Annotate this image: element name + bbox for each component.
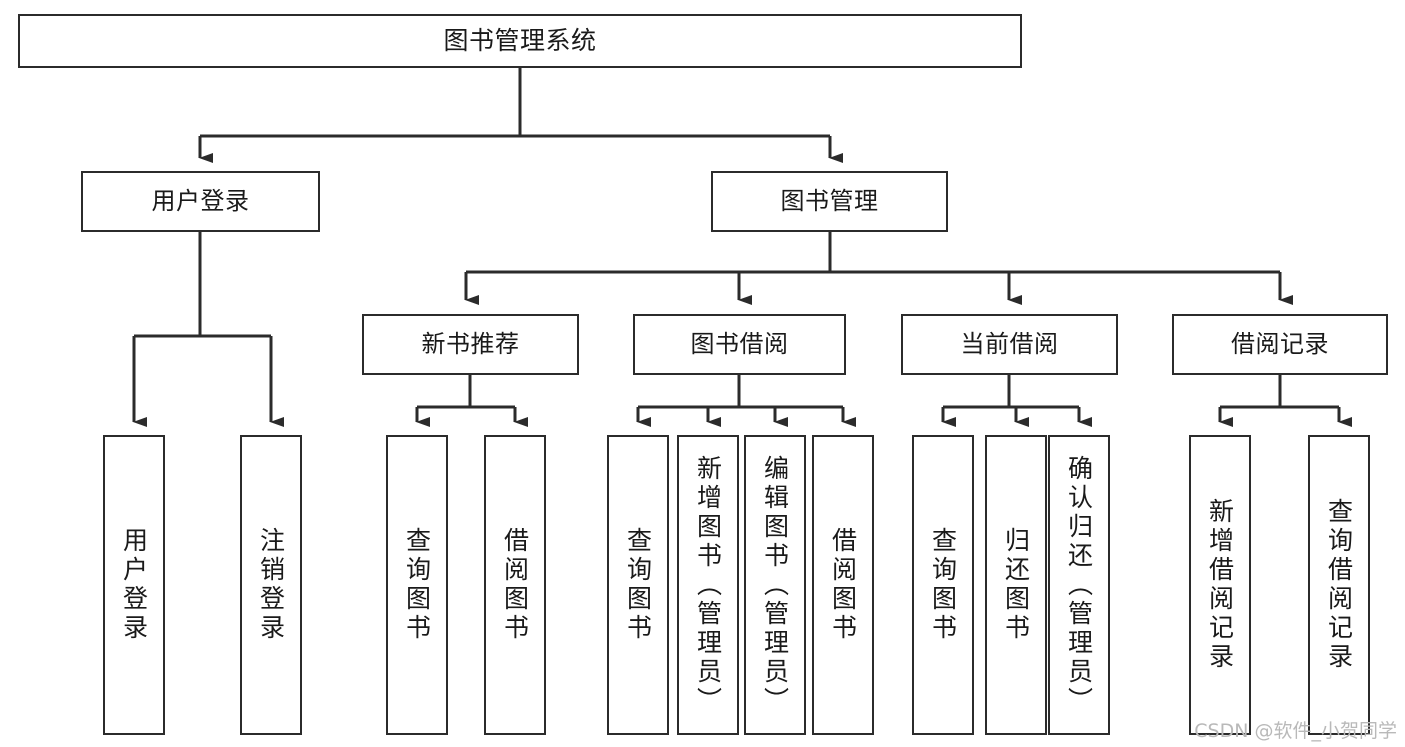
- node-new-book-rec[interactable]: 新书推荐: [362, 314, 579, 375]
- node-leaf-logout-label: 注销登录: [256, 527, 286, 643]
- node-book-borrow-label: 图书借阅: [690, 330, 789, 359]
- node-user-login[interactable]: 用户登录: [81, 171, 320, 232]
- node-leaf-borrow-book-2-label: 借阅图书: [828, 527, 858, 643]
- node-leaf-borrow-book-1-label: 借阅图书: [500, 527, 530, 643]
- node-leaf-borrow-book-2[interactable]: 借阅图书: [812, 435, 874, 735]
- node-leaf-query-book-2-label: 查询图书: [623, 527, 653, 643]
- node-new-book-rec-label: 新书推荐: [421, 330, 520, 359]
- node-leaf-user-login-label: 用户登录: [119, 527, 149, 643]
- node-leaf-query-book-3-label: 查询图书: [928, 527, 958, 643]
- node-leaf-return-book-label: 归还图书: [1001, 527, 1031, 643]
- node-leaf-query-book-2[interactable]: 查询图书: [607, 435, 669, 735]
- node-root-label: 图书管理系统: [443, 26, 597, 55]
- node-leaf-return-book[interactable]: 归还图书: [985, 435, 1047, 735]
- csdn-watermark: CSDN @软件_小贺同学: [1194, 720, 1397, 742]
- node-leaf-add-borrow-record-label: 新增借阅记录: [1205, 498, 1235, 672]
- node-current-borrow-label: 当前借阅: [960, 330, 1059, 359]
- node-leaf-add-book-admin[interactable]: 新增图书（管理员）: [677, 435, 739, 735]
- node-leaf-borrow-book-1[interactable]: 借阅图书: [484, 435, 546, 735]
- node-leaf-logout[interactable]: 注销登录: [240, 435, 302, 735]
- node-leaf-query-borrow-record-label: 查询借阅记录: [1324, 498, 1354, 672]
- node-leaf-user-login[interactable]: 用户登录: [103, 435, 165, 735]
- node-leaf-add-book-admin-label: 新增图书（管理员）: [693, 454, 723, 716]
- node-book-manage-label: 图书管理: [780, 187, 879, 216]
- node-root[interactable]: 图书管理系统: [18, 14, 1022, 68]
- node-current-borrow[interactable]: 当前借阅: [901, 314, 1118, 375]
- node-leaf-query-book-1[interactable]: 查询图书: [386, 435, 448, 735]
- node-leaf-edit-book-admin-label: 编辑图书（管理员）: [760, 454, 790, 716]
- node-book-manage[interactable]: 图书管理: [711, 171, 948, 232]
- node-leaf-confirm-return-admin-label: 确认归还（管理员）: [1064, 454, 1094, 716]
- node-borrow-record[interactable]: 借阅记录: [1172, 314, 1388, 375]
- node-leaf-query-book-1-label: 查询图书: [402, 527, 432, 643]
- node-borrow-record-label: 借阅记录: [1231, 330, 1329, 359]
- node-leaf-add-borrow-record[interactable]: 新增借阅记录: [1189, 435, 1251, 735]
- node-leaf-edit-book-admin[interactable]: 编辑图书（管理员）: [744, 435, 806, 735]
- node-book-borrow[interactable]: 图书借阅: [633, 314, 846, 375]
- node-leaf-query-book-3[interactable]: 查询图书: [912, 435, 974, 735]
- node-leaf-confirm-return-admin[interactable]: 确认归还（管理员）: [1048, 435, 1110, 735]
- node-user-login-label: 用户登录: [151, 187, 250, 216]
- node-leaf-query-borrow-record[interactable]: 查询借阅记录: [1308, 435, 1370, 735]
